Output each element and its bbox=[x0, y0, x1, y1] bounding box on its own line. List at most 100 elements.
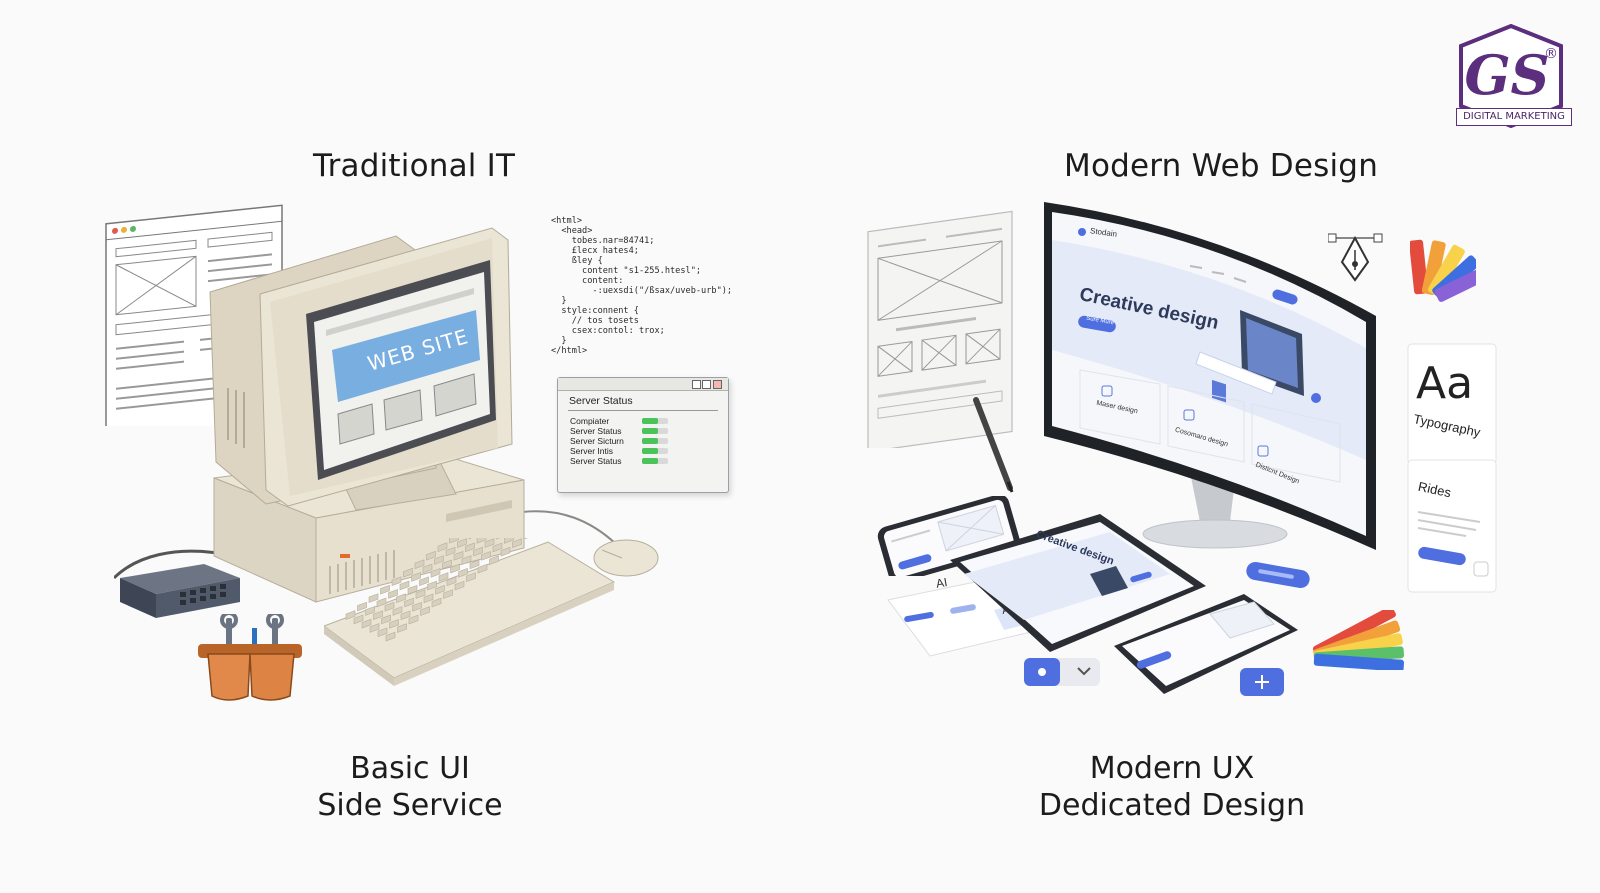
keyboard-key bbox=[500, 546, 511, 557]
phone-left-icon bbox=[877, 496, 1020, 576]
keyboard-key bbox=[442, 559, 452, 570]
left-caption: Basic UI Side Service bbox=[300, 750, 520, 824]
status-row-label: Server Sicturn bbox=[570, 436, 624, 446]
keyboard-key bbox=[465, 542, 475, 553]
keyboard-key bbox=[484, 538, 495, 548]
keyboard-key bbox=[426, 550, 436, 561]
keyboard-key bbox=[427, 580, 437, 591]
status-row-label: Server Intis bbox=[570, 446, 613, 456]
keyboard-key bbox=[430, 567, 441, 578]
tablet-small-ai-label: AI bbox=[934, 575, 949, 591]
keyboard-key bbox=[489, 555, 499, 565]
keyboard-key bbox=[392, 606, 403, 616]
keyboard-key bbox=[353, 614, 364, 625]
keyboard-key bbox=[373, 610, 383, 620]
keyboard-key bbox=[504, 538, 514, 544]
keyboard-key bbox=[466, 572, 476, 582]
keyboard-key bbox=[512, 538, 522, 549]
keyboard-key bbox=[449, 538, 459, 544]
status-bar bbox=[642, 428, 668, 434]
keyboard-key bbox=[468, 538, 479, 540]
keyboard-key bbox=[381, 614, 391, 625]
keyboard-key bbox=[411, 572, 421, 582]
keyboard-key bbox=[385, 631, 396, 642]
svg-text:GS: GS bbox=[1464, 43, 1549, 107]
keyboard-key bbox=[408, 614, 419, 625]
keyboard-key bbox=[458, 568, 468, 578]
rides-card bbox=[1407, 459, 1497, 593]
keyboard-key bbox=[384, 601, 395, 612]
keyboard-key bbox=[388, 589, 398, 599]
keyboard-key bbox=[469, 559, 480, 570]
status-row-label: Server Status bbox=[570, 456, 622, 466]
keyboard-key bbox=[434, 555, 444, 565]
left-caption-line2: Side Service bbox=[317, 788, 503, 823]
minimize-icon[interactable] bbox=[692, 380, 701, 389]
keyboard-key bbox=[473, 546, 483, 557]
keyboard-key bbox=[477, 563, 488, 574]
keyboard-key bbox=[397, 623, 407, 633]
status-row: Server Intis bbox=[570, 446, 720, 456]
keyboard-key bbox=[443, 589, 453, 599]
keyboard-key bbox=[523, 538, 534, 540]
keyboard-key bbox=[445, 546, 456, 557]
svg-text:®: ® bbox=[1544, 46, 1558, 62]
keyboard-key bbox=[461, 555, 472, 565]
mouse-cable-icon bbox=[521, 510, 617, 545]
keyboard-key bbox=[403, 567, 413, 578]
stylus-icon bbox=[973, 397, 1014, 493]
keyboard-key bbox=[369, 623, 380, 633]
retro-computer-icon bbox=[209, 227, 525, 603]
network-switch-icon bbox=[114, 549, 240, 618]
maximize-icon[interactable] bbox=[702, 380, 711, 389]
keyboard-key bbox=[361, 618, 372, 629]
right-caption-line2: Dedicated Design bbox=[1038, 788, 1306, 823]
keyboard-key bbox=[481, 551, 491, 561]
keyboard-key bbox=[446, 576, 457, 587]
status-row: Compiater bbox=[570, 416, 720, 426]
keyboard-key bbox=[496, 538, 506, 540]
keyboard-key bbox=[492, 542, 503, 553]
keyboard-key bbox=[457, 538, 467, 548]
keyboard-key bbox=[415, 589, 426, 599]
pen-tool-icon bbox=[1328, 233, 1383, 282]
keyboard-key bbox=[454, 580, 465, 591]
keyboard-key bbox=[414, 559, 425, 569]
status-row: Server Status bbox=[570, 426, 720, 436]
right-caption-line1: Modern UX bbox=[1089, 751, 1255, 786]
keyboard-key bbox=[419, 576, 429, 587]
keyboard-key bbox=[380, 584, 390, 595]
keyboard-key bbox=[357, 601, 367, 612]
left-title: Traditional IT bbox=[313, 148, 516, 184]
keyboard-key bbox=[431, 597, 442, 608]
status-bar bbox=[642, 418, 668, 424]
tablet-main-icon bbox=[950, 514, 1206, 652]
keyboard-key bbox=[391, 576, 402, 586]
keyboard-key bbox=[453, 550, 464, 561]
floating-toggle-icon bbox=[1246, 562, 1310, 588]
status-bar bbox=[642, 458, 668, 464]
keyboard-key bbox=[368, 593, 379, 603]
keyboard-key bbox=[412, 602, 422, 612]
left-caption-line1: Basic UI bbox=[350, 751, 470, 786]
logo-tagline: DIGITAL MARKETING bbox=[1456, 108, 1572, 126]
close-icon[interactable] bbox=[713, 380, 722, 389]
keyboard-key bbox=[435, 585, 445, 595]
keyboard-key bbox=[450, 563, 460, 574]
keyboard-key bbox=[404, 597, 414, 608]
gs-logo-icon: GS ® bbox=[1459, 24, 1563, 128]
status-row: Server Status bbox=[570, 456, 720, 466]
phone-right-icon bbox=[1114, 594, 1298, 694]
keyboard-key bbox=[400, 610, 411, 621]
right-caption: Modern UX Dedicated Design bbox=[1036, 750, 1308, 824]
status-bar bbox=[642, 438, 668, 444]
keyboard-key bbox=[377, 627, 388, 638]
right-title: Modern Web Design bbox=[1064, 148, 1379, 184]
keyboard-key bbox=[438, 572, 449, 582]
status-row-label: Compiater bbox=[570, 416, 610, 426]
keyboard-key bbox=[389, 618, 399, 629]
typography-sample: Aa bbox=[1416, 358, 1474, 409]
status-bar bbox=[642, 448, 668, 454]
color-swatch-fan-icon bbox=[1312, 610, 1405, 670]
add-icon[interactable] bbox=[1238, 666, 1288, 700]
